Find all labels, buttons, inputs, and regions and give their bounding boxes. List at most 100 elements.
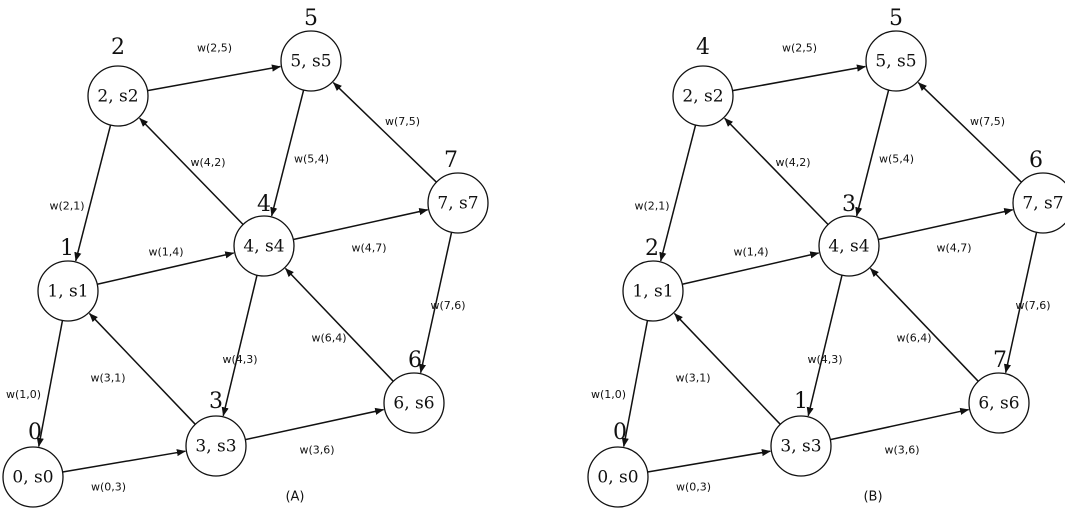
edge-label-b-1-4: w(1,4): [733, 246, 768, 259]
edge-label-b-3-6: w(3,6): [884, 444, 919, 457]
edge-a-4-3: [221, 274, 258, 417]
edge-label-a-7-6: w(7,6): [430, 299, 465, 312]
edge-label-a-4-3: w(4,3): [222, 353, 257, 366]
panel-a: w(0,3)w(1,0)w(3,1)w(1,4)w(2,1)w(2,5)w(4,…: [2, 6, 489, 508]
edge-label-a-3-1: w(3,1): [90, 372, 125, 385]
edge-label-a-1-4: w(1,4): [148, 246, 183, 259]
node-b-1: [622, 260, 684, 322]
edge-label-a-1-0: w(1,0): [6, 388, 41, 401]
node-label-b-4: 4, s4: [828, 237, 869, 257]
node-label-b-6: 6, s6: [978, 394, 1019, 414]
edge-label-b-7-5: w(7,5): [970, 115, 1005, 128]
edge-b-0-3: [647, 449, 771, 473]
panel-caption-a: (A): [285, 490, 304, 505]
order-label-b-2: 4: [696, 35, 710, 60]
edge-a-1-0: [36, 320, 64, 447]
edge-label-b-2-1: w(2,1): [634, 200, 669, 213]
edge-a-6-4: [284, 267, 394, 382]
edge-b-3-6: [830, 407, 970, 441]
edge-label-b-5-4: w(5,4): [879, 153, 914, 166]
edge-label-b-2-5: w(2,5): [782, 42, 817, 55]
node-a-1: [37, 260, 99, 322]
edge-b-4-3: [806, 274, 843, 417]
node-label-b-3: 3, s3: [780, 437, 821, 457]
edge-b-1-4: [682, 251, 820, 286]
node-a-6: [383, 372, 445, 434]
node-b-5: [865, 30, 927, 92]
order-label-a-5: 5: [304, 6, 318, 31]
node-a-5: [280, 30, 342, 92]
edge-label-b-0-3: w(0,3): [676, 481, 711, 494]
node-label-a-3: 3, s3: [195, 437, 236, 457]
node-a-0: [2, 446, 64, 508]
panel-b: w(0,3) w(1,0) w(3,1) w(1,4) w(2,1) w(2,5) w(4,…: [587, 6, 1065, 508]
edge-a-4-7: [293, 208, 429, 241]
panel-caption-b: (B): [863, 490, 882, 505]
edge-label-a-2-5: w(2,5): [197, 42, 232, 55]
order-label-a-1: 1: [60, 236, 74, 261]
edge-a-2-5: [147, 64, 281, 92]
order-label-b-7: 6: [1029, 148, 1043, 173]
edge-label-b-4-7: w(4,7): [936, 242, 971, 255]
node-a-7: [427, 172, 489, 234]
edge-b-4-7: [878, 208, 1014, 241]
node-label-a-7: 7, s7: [437, 194, 478, 214]
order-label-b-3: 1: [794, 389, 808, 414]
edge-b-1-0: [621, 320, 649, 447]
node-b-4: [818, 215, 880, 277]
edge-label-b-4-2: w(4,2): [775, 156, 810, 169]
node-label-a-5: 5, s5: [290, 52, 331, 72]
node-a-4: [233, 215, 295, 277]
node-a-2: [87, 65, 149, 127]
edge-a-5-4: [270, 89, 305, 217]
node-label-a-2: 2, s2: [97, 87, 138, 107]
edge-a-0-3: [62, 449, 186, 473]
edge-a-4-2: [139, 117, 244, 226]
edge-a-3-1: [88, 312, 196, 425]
edge-label-a-6-4: w(6,4): [311, 332, 346, 345]
node-label-b-1: 1, s1: [632, 282, 673, 302]
node-b-3: [770, 415, 832, 477]
edge-a-7-6: [418, 232, 453, 374]
order-label-a-4: 4: [257, 192, 271, 217]
edge-label-a-4-2: w(4,2): [190, 156, 225, 169]
order-label-a-3: 3: [209, 389, 223, 414]
edge-label-a-2-1: w(2,1): [49, 200, 84, 213]
node-label-b-5: 5, s5: [875, 52, 916, 72]
order-label-b-1: 2: [645, 236, 659, 261]
edge-label-b-7-6: w(7,6): [1015, 299, 1050, 312]
edge-label-a-7-5: w(7,5): [385, 115, 420, 128]
node-a-3: [185, 415, 247, 477]
edge-label-b-1-0: w(1,0): [591, 388, 626, 401]
node-label-b-0: 0, s0: [597, 468, 638, 488]
order-label-b-4: 3: [842, 192, 856, 217]
order-label-a-6: 6: [408, 348, 422, 373]
order-label-a-0: 0: [28, 420, 42, 445]
node-label-a-1: 1, s1: [47, 282, 88, 302]
edge-b-2-5: [732, 64, 866, 92]
order-label-b-6: 7: [993, 348, 1007, 373]
edge-b-2-1: [659, 124, 697, 262]
edge-label-a-4-7: w(4,7): [351, 242, 386, 255]
edge-label-a-3-6: w(3,6): [299, 444, 334, 457]
node-b-2: [672, 65, 734, 127]
edge-a-2-1: [74, 124, 112, 262]
edge-b-3-1: [673, 312, 781, 425]
order-label-b-5: 5: [889, 6, 903, 31]
edge-b-5-4: [855, 89, 890, 217]
edge-a-1-4: [97, 251, 235, 286]
node-label-a-0: 0, s0: [12, 468, 53, 488]
node-b-0: [587, 446, 649, 508]
edge-a-3-6: [245, 407, 385, 441]
node-label-a-6: 6, s6: [393, 394, 434, 414]
order-label-a-7: 7: [444, 148, 458, 173]
edge-b-7-5: [917, 81, 1022, 183]
order-label-a-2: 2: [111, 35, 125, 60]
edge-label-b-3-1: w(3,1): [675, 372, 710, 385]
node-label-a-4: 4, s4: [243, 237, 284, 257]
order-label-b-0: 0: [613, 420, 627, 445]
edge-label-b-4-3: w(4,3): [807, 353, 842, 366]
node-b-6: [968, 372, 1030, 434]
edge-label-b-6-4: w(6,4): [896, 332, 931, 345]
